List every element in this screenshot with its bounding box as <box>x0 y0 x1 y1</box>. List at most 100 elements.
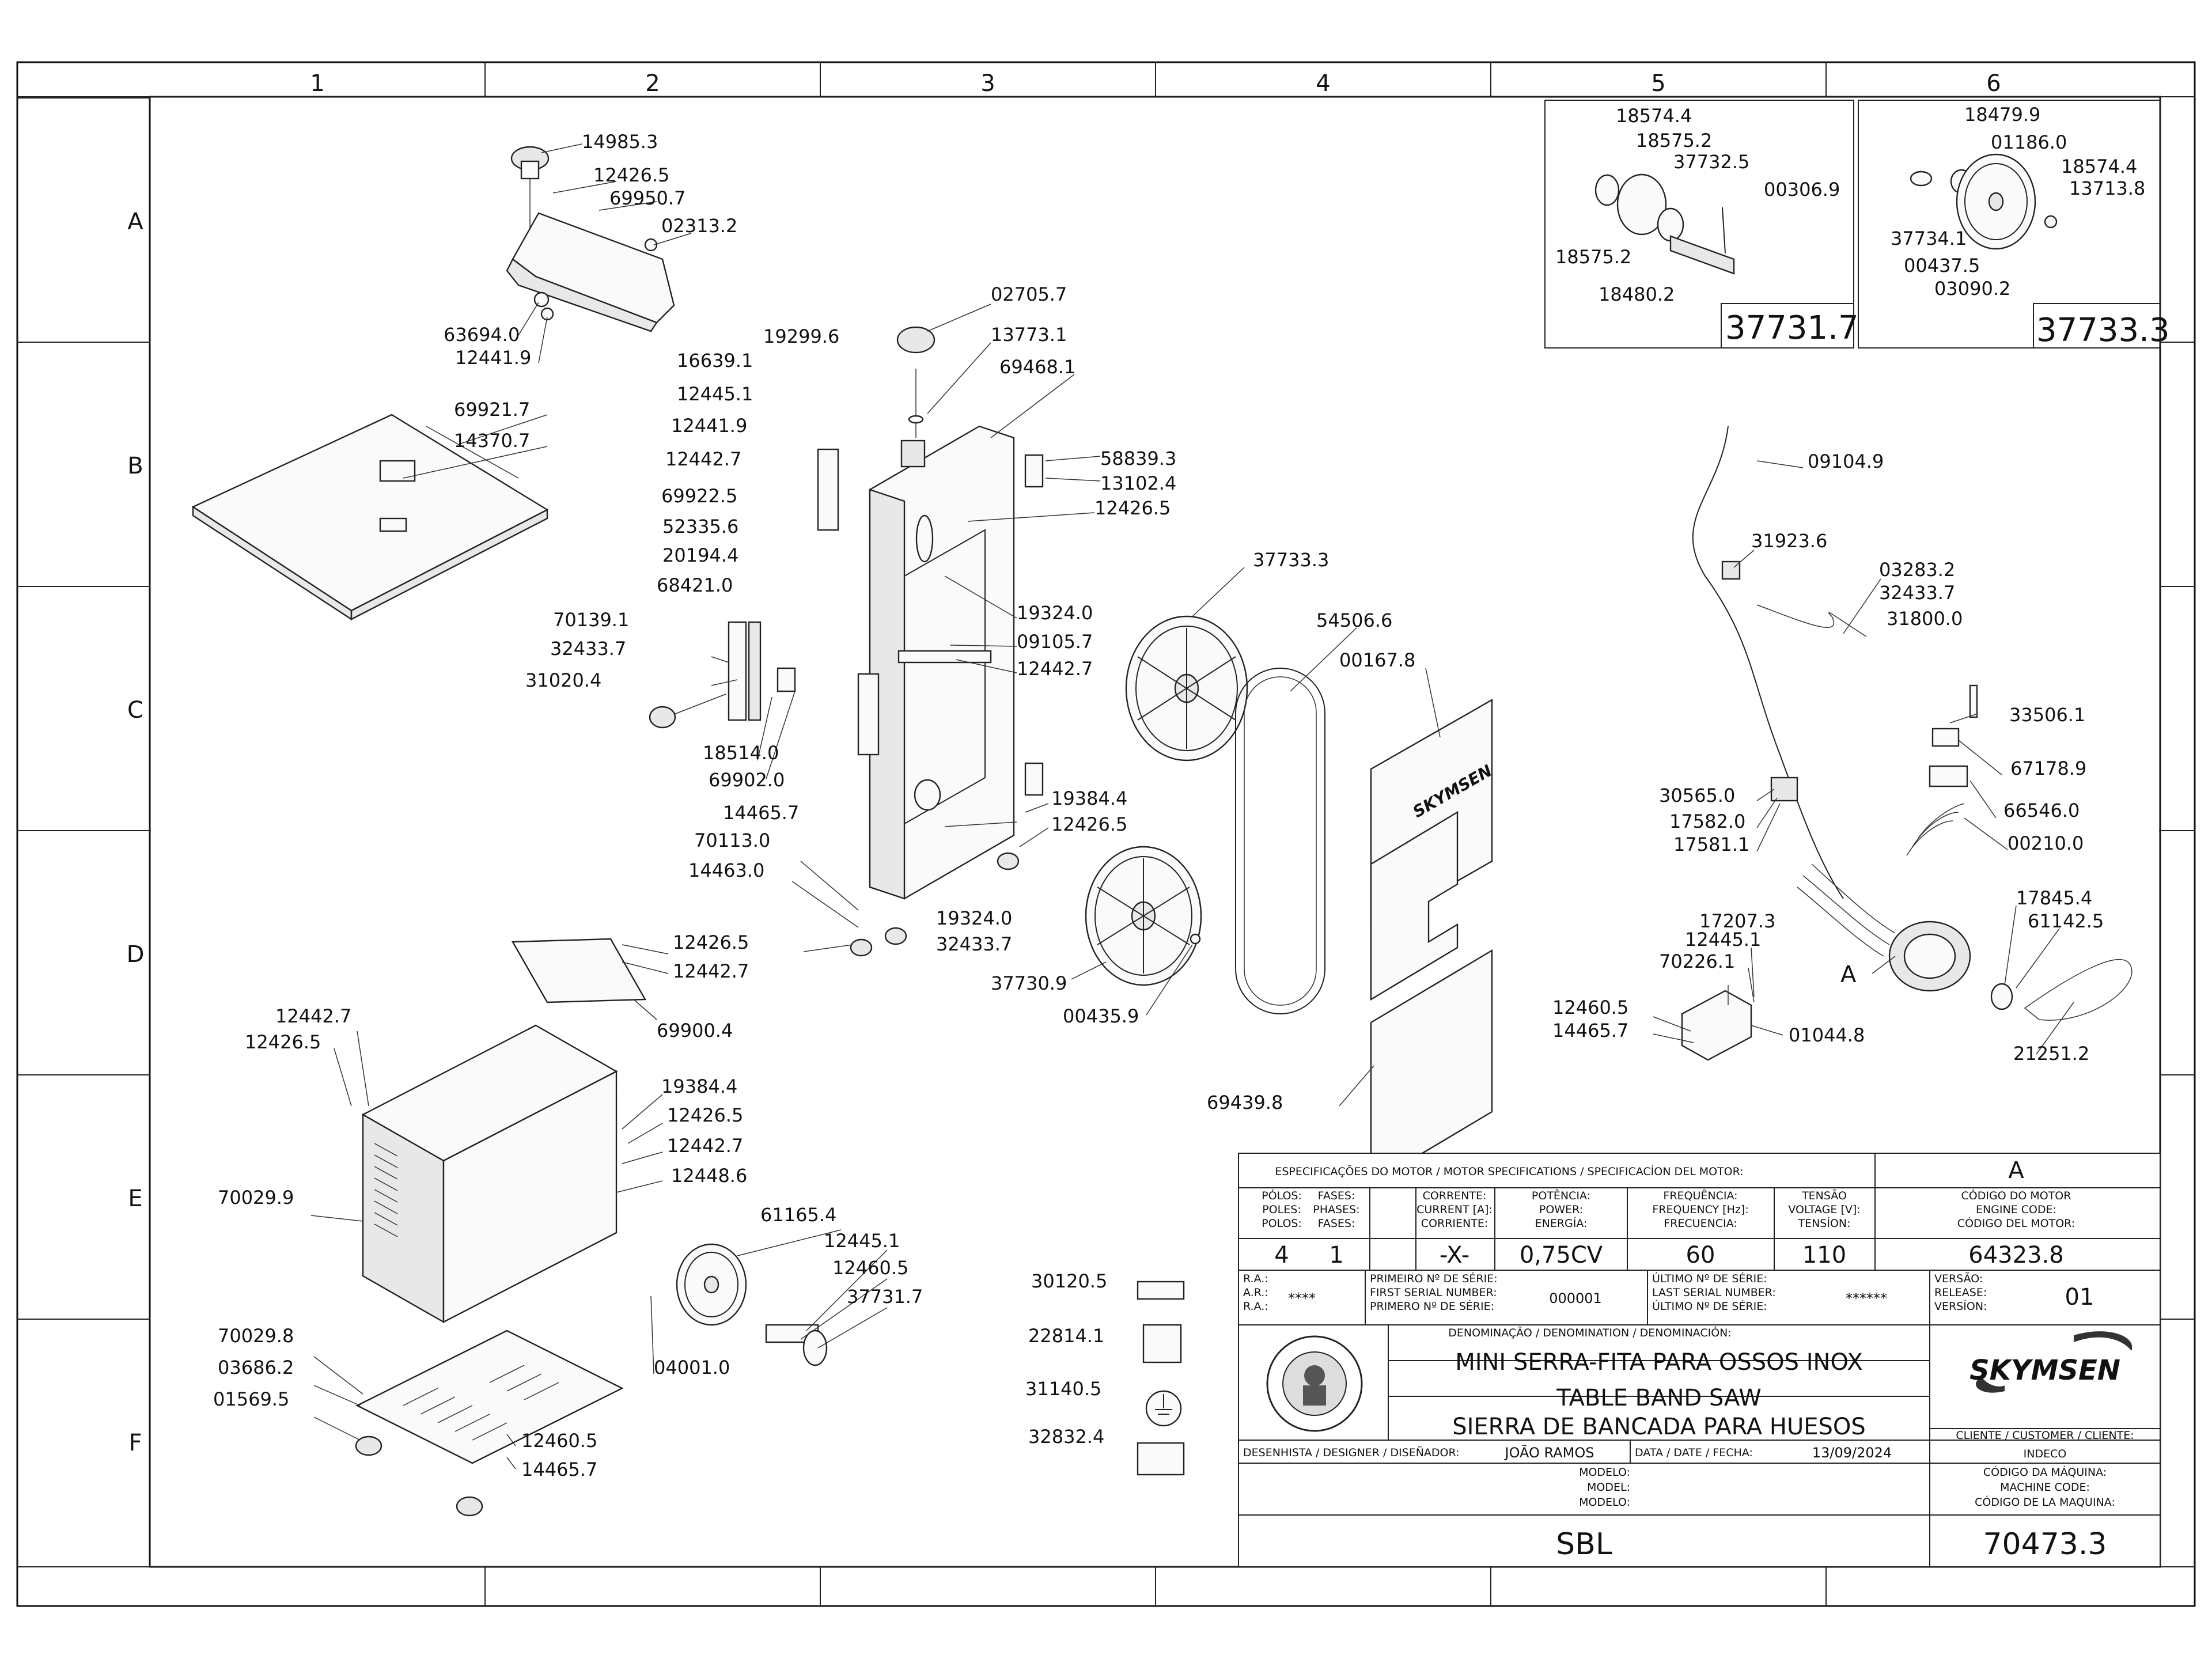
saw-frame <box>817 326 1044 957</box>
client-label: CLIENTE / CUSTOMER / CLIENTE: <box>1956 1429 2134 1442</box>
last-serial-value: ****** <box>1846 1290 1887 1306</box>
inset-label: 37733.3 <box>2036 312 2170 349</box>
part-label: 70029.9 <box>218 1187 294 1209</box>
version-label: VERSÃO: <box>1934 1272 1983 1285</box>
blade-guide <box>649 621 796 729</box>
part-label: 17582.0 <box>1669 810 1745 832</box>
part-label: 12426.5 <box>593 164 669 186</box>
part-label: 63694.0 <box>444 324 520 346</box>
product-name-es: SIERRA DE BANCADA PARA HUESOS <box>1452 1414 1866 1440</box>
value-corrente: -X- <box>1440 1242 1469 1268</box>
part-label: 12445.1 <box>677 383 753 405</box>
part-label: 18574.4 <box>1616 105 1692 127</box>
serial-label: LAST SERIAL NUMBER: <box>1652 1286 1776 1299</box>
part-label: 12426.5 <box>1094 497 1171 519</box>
spec-label: POWER: <box>1539 1203 1583 1216</box>
part-label: 20194.4 <box>662 544 738 566</box>
part-label: 14463.0 <box>688 859 764 881</box>
part-label: 22814.1 <box>1028 1325 1104 1347</box>
part-label: 18575.2 <box>1636 130 1712 151</box>
part-label: 61165.4 <box>760 1204 836 1226</box>
part-label: 13713.8 <box>2069 177 2145 199</box>
spec-label: FREQUENCY [Hz]: <box>1652 1203 1748 1216</box>
part-label: 13773.1 <box>991 324 1067 346</box>
part-label: 12441.9 <box>455 347 531 369</box>
row-label-E: E <box>128 1185 142 1212</box>
serial-label: FIRST SERIAL NUMBER: <box>1370 1286 1497 1299</box>
part-label: 02705.7 <box>991 283 1067 305</box>
value-potencia: 0,75CV <box>1520 1242 1603 1268</box>
spec-label: CÓDIGO DEL MOTOR: <box>1957 1216 2075 1230</box>
spec-label: FREQUÊNCIA: <box>1663 1189 1737 1202</box>
column-label-2: 2 <box>645 70 660 97</box>
part-label: 58839.3 <box>1100 448 1176 469</box>
spec-label: CÓDIGO DO MOTOR <box>1961 1188 2071 1202</box>
model-label: MODELO: <box>1579 1466 1630 1479</box>
date-value: 13/09/2024 <box>1812 1445 1892 1461</box>
ra-label: R.A.: <box>1243 1300 1268 1313</box>
model-label: MODELO: <box>1579 1496 1630 1509</box>
machine-code-label: CÓDIGO DA MÁQUINA: <box>1983 1465 2107 1479</box>
part-label: 09105.7 <box>1017 631 1093 653</box>
part-label: 12442.7 <box>665 448 741 470</box>
leader-lines <box>310 143 2074 1469</box>
part-label: 70029.8 <box>218 1325 294 1347</box>
serial-label: ÚLTIMO Nº DE SÉRIE: <box>1652 1299 1767 1313</box>
spec-label: POLOS: <box>1262 1217 1302 1230</box>
value-codigo-motor: 64323.8 <box>1968 1242 2063 1268</box>
part-label: 17845.4 <box>2016 887 2092 909</box>
part-label: 30565.0 <box>1659 785 1735 806</box>
part-label: 66546.0 <box>2003 800 2080 821</box>
spec-label: PÓLOS: <box>1262 1188 1302 1202</box>
spec-label: TENSÍON: <box>1797 1217 1850 1230</box>
column-label-3: 3 <box>980 70 995 97</box>
spec-label: VOLTAGE [V]: <box>1788 1203 1860 1216</box>
part-label: 19324.0 <box>1017 602 1093 624</box>
part-label: 21251.2 <box>2013 1043 2089 1065</box>
part-label: 17581.1 <box>1673 834 1749 855</box>
inset-label: 37731.7 <box>1725 309 1859 347</box>
part-label: 01044.8 <box>1789 1024 1865 1046</box>
part-label: 67178.9 <box>2010 757 2086 779</box>
part-label: 17207.3 <box>1699 910 1775 932</box>
part-label: 03283.2 <box>1879 559 1955 581</box>
spec-label: TENSÃO <box>1801 1189 1847 1202</box>
spec-label: CORRENTE: <box>1423 1190 1487 1202</box>
column-label-4: 4 <box>1316 70 1330 97</box>
tension-handwheel <box>676 1243 828 1366</box>
part-label: 14465.7 <box>1552 1020 1628 1041</box>
model-value: SBL <box>1556 1527 1612 1562</box>
revision-letter: A <box>2008 1157 2024 1184</box>
version-label: RELEASE: <box>1934 1286 1987 1299</box>
authorized-service-seal <box>1266 1335 1363 1432</box>
part-label: 70139.1 <box>553 609 629 631</box>
row-label-A: A <box>127 209 143 235</box>
column-labels: 1 2 3 4 5 6 <box>310 70 2001 97</box>
motor-spec-header: ESPECIFICAÇÕES DO MOTOR / MOTOR SPECIFIC… <box>1275 1165 1743 1178</box>
part-label: 52335.6 <box>662 516 738 537</box>
designer-value: JOÃO RAMOS <box>1503 1444 1594 1461</box>
part-label: 18575.2 <box>1555 246 1631 268</box>
part-label: 30120.5 <box>1031 1270 1107 1292</box>
part-label: 12426.5 <box>245 1031 321 1053</box>
part-label: 37733.3 <box>1253 549 1329 571</box>
spec-label: ENGINE CODE: <box>1976 1203 2056 1216</box>
part-label: 31020.4 <box>525 669 601 691</box>
column-label-6: 6 <box>1986 70 2001 97</box>
base-cabinet <box>355 938 647 1517</box>
date-label: DATA / DATE / FECHA: <box>1635 1446 1753 1459</box>
part-label: 37730.9 <box>991 972 1067 994</box>
spec-label: PHASES: <box>1313 1203 1359 1216</box>
client-value: INDECO <box>2024 1448 2067 1460</box>
model-label: MODEL: <box>1587 1481 1630 1494</box>
outer-border <box>16 61 2196 1607</box>
callout-label: A <box>1840 961 1857 988</box>
value-fases: 1 <box>1329 1242 1343 1268</box>
part-label: 18514.0 <box>703 742 779 764</box>
part-label: 19299.6 <box>763 325 839 347</box>
first-serial-value: 000001 <box>1549 1290 1602 1306</box>
part-label: 12445.1 <box>1685 929 1761 950</box>
logo-text: SKYMSEN <box>1969 1354 2120 1387</box>
upper-wheel <box>1125 615 1248 762</box>
